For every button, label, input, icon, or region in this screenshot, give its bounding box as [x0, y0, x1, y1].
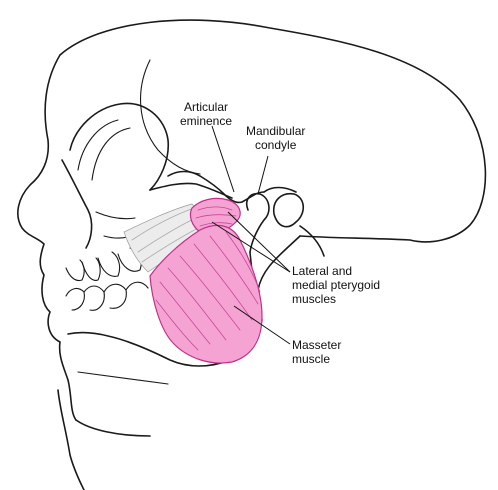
- mastoid: [263, 186, 325, 257]
- orbit-inner: [77, 119, 131, 181]
- masseter-muscle: [149, 224, 263, 364]
- mandible-lower: [77, 371, 169, 385]
- articular-eminence-contour: [199, 175, 265, 204]
- lower-teeth: [65, 281, 149, 311]
- label-pterygoid-muscles: Lateral and medial pterygoid muscles: [292, 264, 381, 306]
- label-articular-eminence: Articular eminence: [180, 100, 233, 128]
- temporal-line: [140, 59, 201, 175]
- label-mandibular-condyle: Mandibular condyle: [246, 124, 306, 152]
- label-masseter-muscle: Masseter muscle: [292, 338, 342, 366]
- pterygoid-fibers: [195, 206, 237, 227]
- neck-outline: [257, 235, 301, 291]
- mandibular-condyle: [245, 192, 270, 253]
- cranium-outline: [59, 19, 487, 243]
- leader-masseter: [233, 305, 291, 345]
- leader-mandibular-condyle: [257, 155, 269, 195]
- nasal-bone: [61, 159, 93, 249]
- orbit: [69, 102, 170, 191]
- masseter-fibers: [155, 231, 261, 351]
- chin-neck: [57, 389, 151, 490]
- leader-pterygoid-2: [211, 221, 291, 273]
- leader-articular-eminence: [211, 125, 235, 193]
- ear-canal: [272, 192, 305, 228]
- zygomatic-arch: [149, 170, 233, 199]
- face-profile: [17, 54, 77, 421]
- leader-pterygoid-1: [227, 211, 291, 273]
